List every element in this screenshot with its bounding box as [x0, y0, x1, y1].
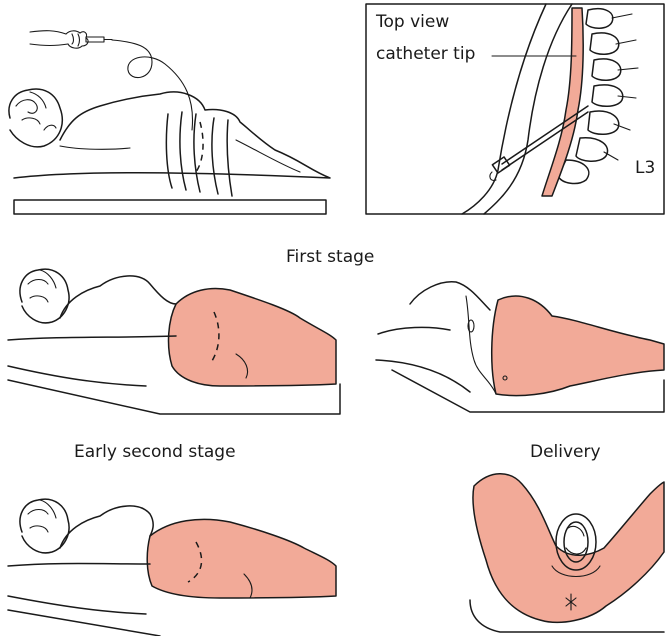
- vertebra-label: L3: [635, 158, 655, 178]
- needle-hub-icon: [490, 157, 510, 180]
- catheter-line: [112, 40, 193, 130]
- panel-spine-view: [366, 4, 664, 214]
- early-second-stage-label: Early second stage: [74, 442, 236, 462]
- first-stage-label: First stage: [286, 247, 374, 267]
- spine-frame: [366, 4, 664, 214]
- catheter-tip-label: catheter tip: [376, 44, 475, 64]
- epidural-space: [542, 8, 583, 196]
- panel-delivery: [470, 474, 664, 632]
- top-view-label: Top view: [376, 12, 449, 32]
- delivery-label: Delivery: [530, 442, 601, 462]
- panel-first-stage-semi: [376, 282, 664, 412]
- patient-body: [9, 89, 330, 178]
- panel-early-second-stage: [8, 499, 336, 636]
- table: [14, 200, 326, 214]
- blocked-area-2: [492, 296, 664, 396]
- syringe-hand-icon: [30, 31, 112, 48]
- blocked-area-3: [147, 519, 336, 598]
- blocked-area: [169, 289, 336, 386]
- panel-catheter-placement: [9, 31, 330, 214]
- panel-first-stage-side: [8, 269, 340, 414]
